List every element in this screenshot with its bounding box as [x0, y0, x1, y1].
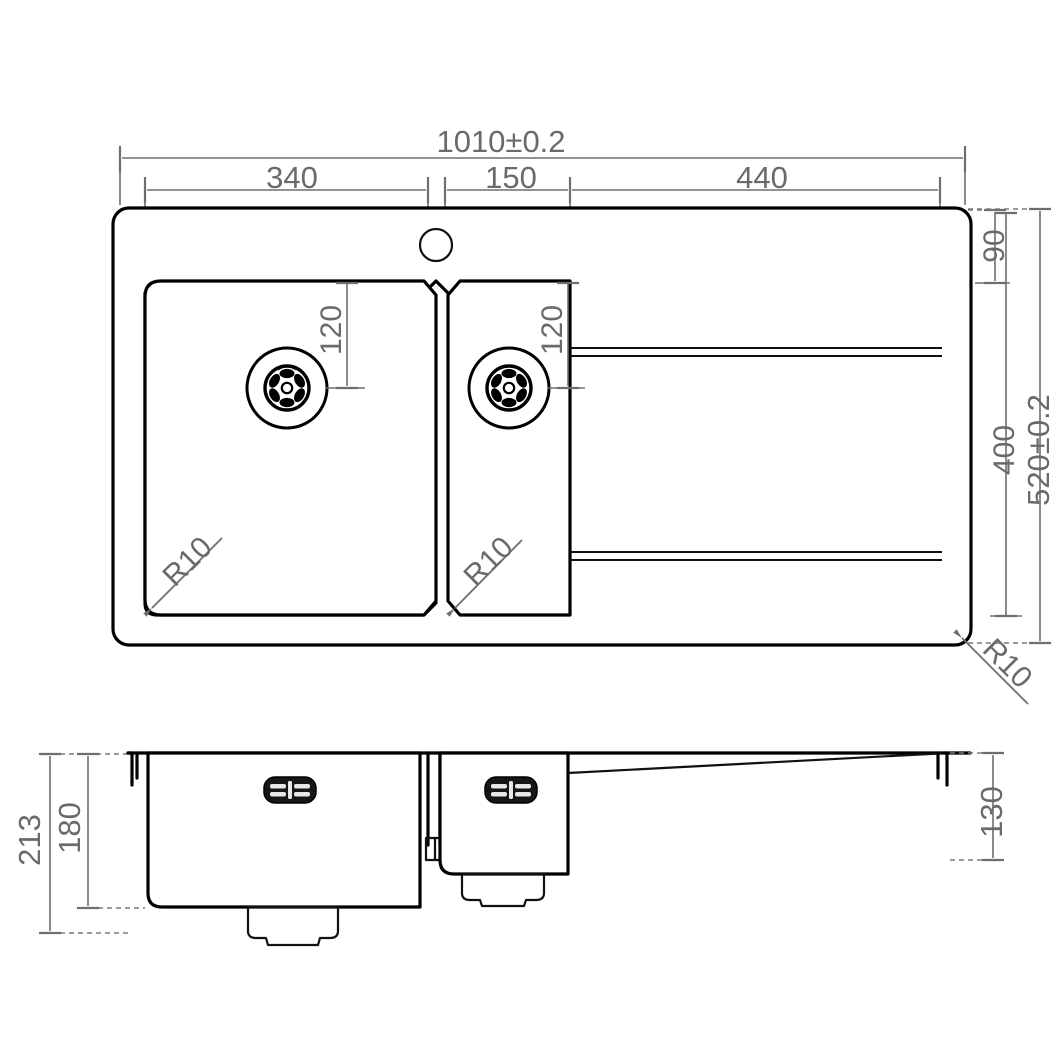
- dimension-180: [77, 752, 145, 910]
- dimension-340: [143, 177, 430, 210]
- dimension-150: [443, 177, 572, 210]
- tap-hole: [418, 227, 454, 263]
- label-bowl2-width: 150: [485, 160, 537, 195]
- label-section-overall-height: 213: [12, 814, 47, 866]
- label-bowl-depth-plan: 400: [988, 424, 1021, 476]
- dimension-130: [950, 751, 1004, 862]
- label-bowl1-width: 340: [266, 160, 318, 195]
- dimension-120-bowl2: [548, 281, 585, 390]
- dimension-213: [39, 752, 128, 935]
- dimension-90: [968, 208, 1010, 285]
- label-rim-top-offset: 90: [978, 229, 1011, 263]
- drainer-board: [570, 347, 942, 561]
- dimension-440: [572, 177, 942, 210]
- grate-slots: [269, 368, 305, 408]
- large-bowl: [143, 279, 450, 617]
- label-overall-width: 1010±0.2: [436, 124, 566, 159]
- label-overall-depth: 520±0.2: [1021, 394, 1056, 506]
- overflow-bowl1: [263, 776, 317, 804]
- grate-slots-2: [491, 368, 527, 408]
- section-right-lip: [936, 751, 949, 787]
- waste-outlet-bowl2: [460, 872, 546, 908]
- overflow-bowl2: [484, 776, 538, 804]
- section-bowl1: [146, 751, 422, 909]
- radius-callout-body: [953, 629, 1029, 705]
- drain-grate-bowl2: [467, 346, 551, 430]
- dimension-overall-width: [118, 146, 967, 205]
- dimension-120-bowl1: [325, 281, 365, 390]
- radius-callout-bowl2: [446, 539, 523, 617]
- label-drain-offset-bowl1: 120: [315, 304, 348, 356]
- label-section-drainer-height: 130: [974, 786, 1009, 838]
- label-section-bowl-height: 180: [52, 802, 87, 854]
- section-bowl2: [438, 751, 570, 876]
- radius-callout-bowl1: [143, 537, 223, 617]
- label-drain-offset-bowl2: 120: [536, 304, 569, 356]
- label-drainer-width: 440: [736, 160, 788, 195]
- section-drainer: [566, 751, 950, 775]
- dimension-520: [968, 207, 1051, 645]
- waste-outlet-bowl1: [246, 905, 340, 947]
- drain-grate-bowl1: [245, 346, 329, 430]
- dimension-400: [990, 211, 1022, 618]
